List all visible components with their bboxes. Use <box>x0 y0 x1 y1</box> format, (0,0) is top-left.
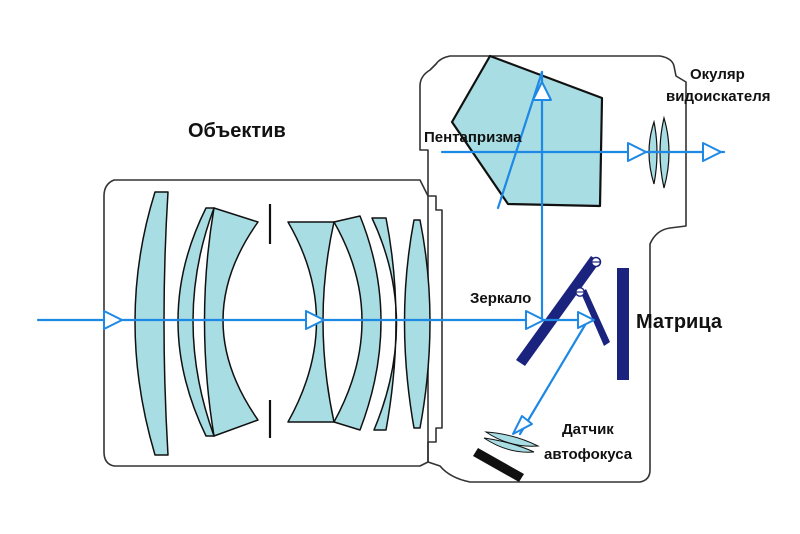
secondary-mirror <box>575 287 610 346</box>
arrow-4 <box>577 311 595 329</box>
label-mirror: Зеркало <box>470 290 531 307</box>
pentaprism <box>450 54 604 208</box>
lens-element-7 <box>403 219 431 429</box>
label-lens: Объектив <box>188 120 286 142</box>
image-sensor <box>617 268 629 380</box>
main-mirror <box>516 256 602 366</box>
ray-arrowheads <box>103 81 722 435</box>
label-autofocus-line2: автофокуса <box>544 446 633 463</box>
label-eyepiece-line2: видоискателя <box>666 88 771 105</box>
eyepiece-lenses <box>648 115 670 189</box>
lens-elements-rear-group <box>287 215 431 431</box>
label-sensor: Матрица <box>636 311 723 333</box>
label-autofocus-line1: Датчик <box>562 421 614 438</box>
ray-to-autofocus <box>518 318 590 436</box>
arrow-6 <box>627 142 647 162</box>
arrow-2 <box>305 310 325 330</box>
lens-barrel-outline <box>103 179 429 467</box>
arrow-1 <box>103 310 123 330</box>
lens-element-5 <box>333 215 382 431</box>
autofocus-sensor <box>473 431 540 482</box>
lens-element-3 <box>203 207 259 437</box>
arrow-5 <box>532 81 552 101</box>
label-pentaprism: Пентапризма <box>424 129 522 146</box>
arrow-8 <box>512 415 533 435</box>
arrow-3 <box>525 310 545 330</box>
camera-body-outline <box>419 55 687 483</box>
lens-element-1 <box>134 191 169 456</box>
label-eyepiece-line1: Окуляр <box>690 66 745 83</box>
lens-element-6 <box>371 217 398 431</box>
lens-elements-front-group <box>134 191 259 456</box>
arrow-7 <box>702 142 722 162</box>
